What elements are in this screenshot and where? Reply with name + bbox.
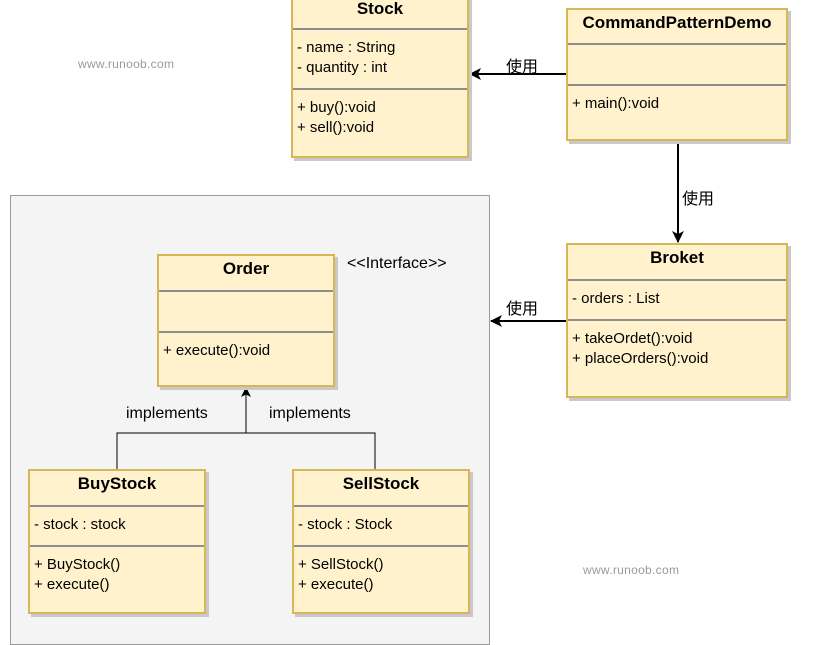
- operation: + execute(): [34, 576, 110, 593]
- operation: + main():void: [572, 95, 660, 112]
- class-name: Order: [159, 256, 333, 292]
- watermark: www.runoob.com: [78, 57, 175, 71]
- class-order-interface: Order + execute():void: [157, 254, 335, 387]
- edge-label-implements-right: implements: [269, 405, 351, 422]
- attributes-section: - name : String - quantity : int: [293, 30, 467, 90]
- operations-section: + buy():void + sell():void: [293, 90, 467, 142]
- operation: + execute(): [298, 576, 374, 593]
- operation: + placeOrders():void: [572, 350, 709, 367]
- attribute: - orders : List: [572, 290, 660, 307]
- attributes-section: [159, 292, 333, 333]
- attribute: - name : String: [297, 39, 396, 56]
- watermark: www.runoob.com: [583, 563, 680, 577]
- operations-section: + SellStock() + execute(): [294, 547, 468, 599]
- attributes-section: - orders : List: [568, 281, 786, 321]
- edge-label-demo-stock: 使用: [506, 59, 539, 76]
- operations-section: + execute():void: [159, 333, 333, 365]
- operation: + SellStock(): [298, 556, 384, 573]
- attributes-section: [568, 45, 786, 86]
- class-name: SellStock: [294, 471, 468, 507]
- operation: + BuyStock(): [34, 556, 121, 573]
- edge-label-demo-broker: 使用: [682, 191, 715, 208]
- operations-section: + BuyStock() + execute(): [30, 547, 204, 599]
- class-name: CommandPatternDemo: [568, 10, 786, 45]
- edge-label-broker-group: 使用: [506, 301, 539, 318]
- class-name: Stock: [293, 0, 467, 30]
- class-name: Broket: [568, 245, 786, 281]
- class-sell-stock: SellStock - stock : Stock + SellStock() …: [292, 469, 470, 614]
- class-command-pattern-demo: CommandPatternDemo + main():void: [566, 8, 788, 141]
- interface-stereotype: <<Interface>>: [347, 255, 447, 272]
- operation: + execute():void: [163, 342, 271, 359]
- class-broket: Broket - orders : List + takeOrdet():voi…: [566, 243, 788, 398]
- class-name: BuyStock: [30, 471, 204, 507]
- operation: + buy():void: [297, 99, 376, 116]
- attributes-section: - stock : stock: [30, 507, 204, 547]
- operations-section: + main():void: [568, 86, 786, 118]
- edge-label-implements-left: implements: [126, 405, 208, 422]
- class-buy-stock: BuyStock - stock : stock + BuyStock() + …: [28, 469, 206, 614]
- attribute: - quantity : int: [297, 59, 388, 76]
- edge-implements: [116, 432, 376, 469]
- operation: + sell():void: [297, 119, 375, 136]
- class-stock: Stock - name : String - quantity : int +…: [291, 0, 469, 158]
- attribute: - stock : stock: [34, 516, 126, 533]
- attributes-section: - stock : Stock: [294, 507, 468, 547]
- operation: + takeOrdet():void: [572, 330, 693, 347]
- operations-section: + takeOrdet():void + placeOrders():void: [568, 321, 786, 373]
- attribute: - stock : Stock: [298, 516, 393, 533]
